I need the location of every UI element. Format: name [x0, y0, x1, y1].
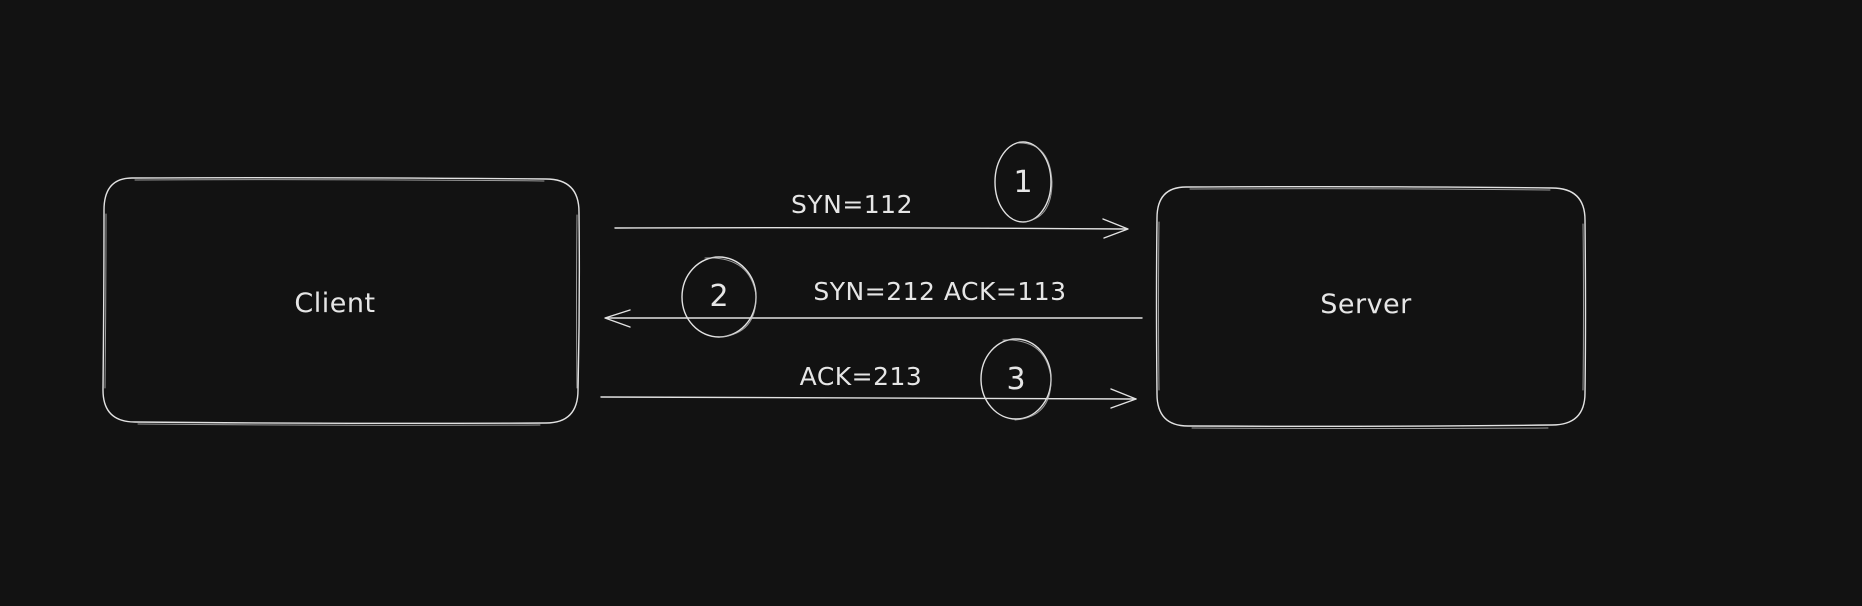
- server-node[interactable]: Server: [1155, 185, 1587, 429]
- server-box-shadow-stroke: [1158, 188, 1584, 429]
- server-box: [1155, 185, 1587, 428]
- step-1-circle-overstroke: [1017, 142, 1053, 223]
- step-3-number: 3: [1006, 362, 1025, 397]
- client-box-shadow-stroke: [104, 179, 578, 426]
- client-label: Client: [294, 288, 375, 319]
- arrow-3-head: [1110, 388, 1137, 409]
- step-2-number: 2: [709, 279, 728, 314]
- message-3-label: ACK=213: [800, 362, 923, 391]
- message-2-label: SYN=212 ACK=113: [813, 277, 1066, 306]
- message-1: SYN=112 1: [614, 141, 1129, 239]
- server-label: Server: [1320, 289, 1412, 320]
- arrow-1-head: [1102, 218, 1129, 239]
- arrow-1-line: [614, 226, 1128, 230]
- message-3: ACK=213 3: [600, 338, 1137, 421]
- arrow-2-line: [605, 317, 1143, 320]
- step-1-number: 1: [1013, 165, 1032, 200]
- arrow-3-line: [600, 396, 1137, 400]
- message-2: SYN=212 ACK=113 2: [604, 256, 1143, 338]
- client-box: [102, 176, 581, 425]
- message-1-label: SYN=112: [791, 190, 913, 219]
- arrow-2-head: [604, 309, 631, 328]
- step-3-circle-overstroke: [1002, 339, 1052, 421]
- step-2-circle-overstroke: [704, 257, 757, 338]
- client-node[interactable]: Client: [102, 176, 581, 426]
